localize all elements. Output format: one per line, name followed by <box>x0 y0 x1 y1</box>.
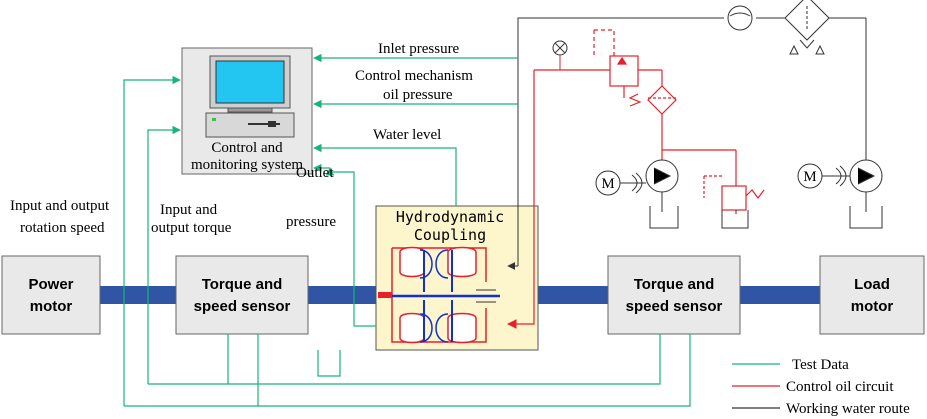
water-route <box>507 0 883 270</box>
torque-sensor-left-label-1: Torque and <box>202 276 283 293</box>
legend-test-data-label: Test Data <box>792 357 849 373</box>
load-motor-label-2: motor <box>851 298 894 315</box>
power-motor-label-2: motor <box>30 298 73 315</box>
load-motor-box: Load motor <box>819 255 925 335</box>
torque-sensor-left-box: Torque and speed sensor <box>175 255 309 335</box>
coupling-runner-upper <box>399 246 477 292</box>
control-system-label-2: monitoring system <box>191 157 303 173</box>
outlet-pressure-label-1: Outlet <box>296 165 334 181</box>
legend-oil-label: Control oil circuit <box>786 379 894 395</box>
test-data-lines <box>123 53 691 407</box>
water-pump-motor-label: M <box>803 169 816 185</box>
drive-shaft <box>100 286 820 304</box>
computer-icon <box>205 55 295 138</box>
oil-pump-motor-label: M <box>601 176 614 192</box>
inlet-pressure-label: Inlet pressure <box>378 41 460 57</box>
torque-label-2: output torque <box>151 220 232 236</box>
legend: Test Data Control oil circuit Working wa… <box>732 357 910 417</box>
torque-label-1: Input and <box>160 202 218 218</box>
coupling-label-1: Hydrodynamic <box>396 208 504 226</box>
coupling-label-2: Coupling <box>414 226 486 244</box>
control-system-label-1: Control and <box>211 140 283 156</box>
control-oil-pressure-label-1: Control mechanism <box>355 68 473 84</box>
coupling-runner-lower <box>399 300 477 344</box>
rotation-speed-label-1: Input and output <box>10 198 110 214</box>
torque-sensor-right-label-1: Torque and <box>634 276 715 293</box>
control-oil-pressure-label-2: oil pressure <box>383 87 453 103</box>
load-motor-label-1: Load <box>854 276 890 293</box>
power-motor-box: Power motor <box>1 255 101 335</box>
oil-pump-unit <box>552 40 749 229</box>
torque-sensor-right-box: Torque and speed sensor <box>607 255 741 335</box>
outlet-pressure-label-2: pressure <box>286 214 336 230</box>
control-monitoring-system: Control and monitoring system <box>181 47 313 175</box>
torque-sensor-right-label-2: speed sensor <box>626 298 723 315</box>
hydrodynamic-coupling: Hydrodynamic Coupling <box>375 205 539 351</box>
oil-circuit <box>507 29 765 329</box>
legend-water-label: Working water route <box>786 401 910 417</box>
torque-sensor-left-label-2: speed sensor <box>194 298 291 315</box>
rotation-speed-label-2: rotation speed <box>20 220 105 236</box>
water-level-label: Water level <box>373 127 441 143</box>
power-motor-label-1: Power <box>28 276 73 293</box>
